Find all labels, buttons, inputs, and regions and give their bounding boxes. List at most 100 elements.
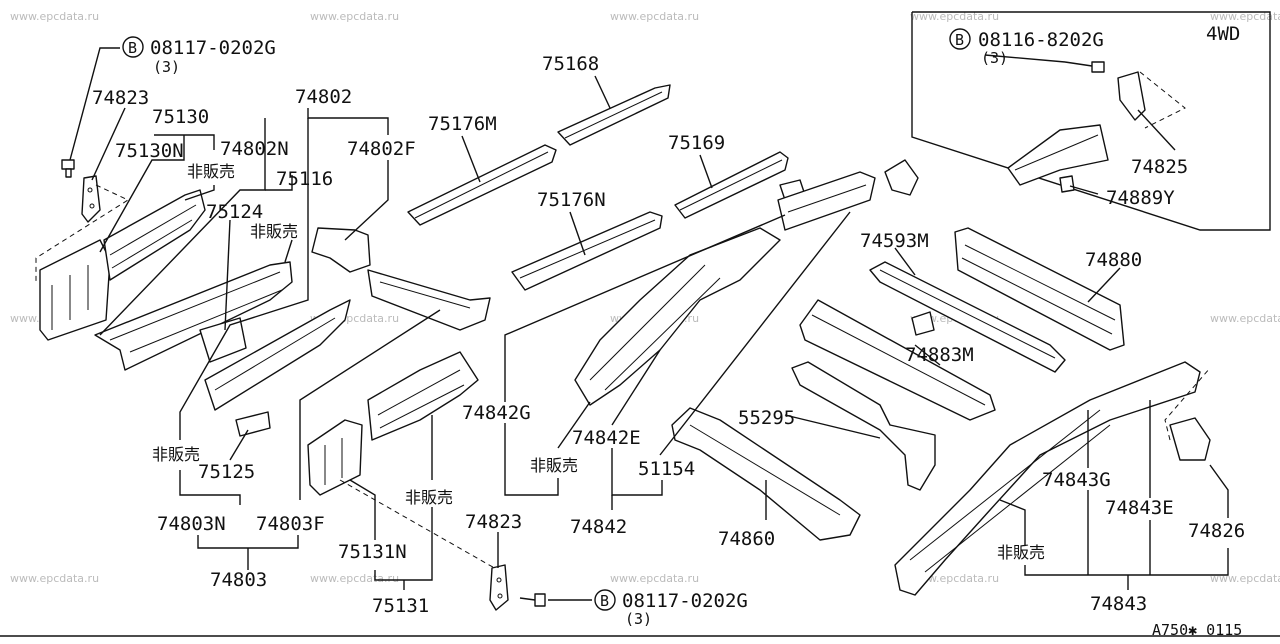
- part-label: 74889Y: [1106, 187, 1175, 209]
- cross-member-74880: [954, 227, 1125, 351]
- bolt-callout-top-left: B 08117-0202G (3): [122, 36, 276, 76]
- not-for-sale-label: 非販売: [997, 543, 1045, 562]
- bolt-code: 08117-0202G: [150, 37, 276, 59]
- sub-rail-75116: [204, 299, 351, 411]
- part-label: 75169: [668, 132, 725, 154]
- bolt-icon: [61, 159, 75, 178]
- watermark: www.epcdata.ru: [310, 10, 399, 23]
- front-bracket: [884, 159, 919, 196]
- bolt-symbol: B: [955, 31, 964, 49]
- watermark: www.epcdata.ru: [610, 572, 699, 585]
- part-label: 75168: [542, 53, 599, 75]
- bolt-74889Y: [1059, 175, 1075, 193]
- watermark: www.epcdata.ru: [10, 572, 99, 585]
- bracket-74826: [1169, 417, 1211, 461]
- part-label: 74826: [1188, 520, 1245, 542]
- bracket-74823-top: [81, 175, 101, 223]
- member-74860: [671, 407, 861, 541]
- part-label: 74825: [1131, 156, 1188, 178]
- bolt-symbol-icon: [949, 28, 971, 50]
- part-label: 74803F: [256, 513, 325, 535]
- part-55295: [791, 361, 936, 491]
- part-label: 74802F: [347, 138, 416, 160]
- bolt-code: 08116-8202G: [978, 29, 1104, 51]
- rail-51154: [777, 171, 876, 231]
- not-for-sale-label: 非販売: [187, 162, 235, 181]
- not-for-sale-label: 非販売: [152, 445, 200, 464]
- four-wd-label: 4WD: [1206, 23, 1240, 45]
- part-label: 75131N: [338, 541, 407, 563]
- part-label: 74843G: [1042, 469, 1111, 491]
- bolt-code: 08117-0202G: [622, 590, 748, 612]
- watermark: www.epcdata.ru: [1210, 572, 1280, 585]
- diagram-id: A750✱ 0115: [1152, 621, 1242, 639]
- side-member-left: [39, 239, 111, 341]
- part-label: 74842: [570, 516, 627, 538]
- watermark: www.epcdata.ru: [1210, 10, 1280, 23]
- part-label: 75176N: [537, 189, 606, 211]
- part-label: 74803: [210, 569, 267, 591]
- rail-bracket: [199, 317, 247, 363]
- part-label: 75125: [198, 461, 255, 483]
- bolt-icon: [519, 593, 546, 607]
- part-label: 75130N: [115, 140, 184, 162]
- assembly-dashed-line: [1164, 367, 1211, 441]
- part-75125: [235, 411, 271, 437]
- part-label: 74843E: [1105, 497, 1174, 519]
- member-74842: [574, 227, 781, 406]
- member-74803F: [367, 351, 479, 441]
- not-for-sale-label: 非販売: [405, 488, 453, 507]
- part-label: 74843: [1090, 593, 1147, 615]
- part-label: 74803N: [157, 513, 226, 535]
- bolt-callout-bottom: B 08117-0202G (3): [594, 589, 748, 628]
- assembly-dashed-line: [35, 184, 130, 282]
- bracket-small: [911, 311, 935, 336]
- watermark: www.epcdata.ru: [310, 572, 399, 585]
- part-label: 75116: [276, 168, 333, 190]
- bolt-symbol: B: [600, 592, 609, 610]
- inset-member: [1007, 124, 1109, 186]
- rail-75176N: [511, 211, 663, 291]
- part-drawings: [35, 61, 1211, 611]
- part-label: 74823: [465, 511, 522, 533]
- watermark: www.epcdata.ru: [1210, 312, 1280, 325]
- part-label: 75131: [372, 595, 429, 617]
- member-75131N: [307, 419, 363, 496]
- watermark: www.epcdata.ru: [10, 10, 99, 23]
- part-label: 74802N: [220, 138, 289, 160]
- part-label: 75124: [206, 201, 263, 223]
- part-label: 74823: [92, 87, 149, 109]
- bolt-qty: (3): [625, 610, 652, 628]
- bolt-symbol-icon: [594, 589, 616, 611]
- bolt-callout-top-right: B 08116-8202G (3): [949, 28, 1104, 67]
- member-74802: [367, 269, 491, 331]
- not-for-sale-labels: 非販売 非販売 非販売 非販売 非販売 非販売: [152, 162, 1045, 562]
- rail-75124: [94, 261, 293, 371]
- side-member-75130: [103, 189, 206, 281]
- assembly-dashed-line: [1139, 71, 1186, 129]
- part-label: 74842E: [572, 427, 641, 449]
- part-label: 74842G: [462, 402, 531, 424]
- part-label: 74802: [295, 86, 352, 108]
- leader-lines: [69, 47, 1229, 601]
- part-label: 75176M: [428, 113, 497, 135]
- bolt-symbol-icon: [122, 36, 144, 58]
- bolt-qty: (3): [981, 49, 1008, 67]
- not-for-sale-label: 非販売: [530, 456, 578, 475]
- bracket-74802F: [311, 227, 371, 273]
- bracket-74825: [1117, 71, 1146, 121]
- bracket-74823-bottom: [489, 564, 509, 611]
- part-label: 74593M: [860, 230, 929, 252]
- bolt-symbol: B: [128, 39, 137, 57]
- part-label: 74880: [1085, 249, 1142, 271]
- part-label: 74860: [718, 528, 775, 550]
- four-wd-inset: 4WD: [911, 11, 1271, 231]
- part-labels: 74823 75130 75130N 74802 74802N 74802F 7…: [92, 53, 1245, 617]
- part-label: 55295: [738, 407, 795, 429]
- inset-frame: [911, 11, 1271, 231]
- watermark: www.epcdata.ru: [610, 10, 699, 23]
- bolt-icon: [1064, 61, 1105, 73]
- part-label: 74883M: [905, 344, 974, 366]
- part-label: 51154: [638, 458, 695, 480]
